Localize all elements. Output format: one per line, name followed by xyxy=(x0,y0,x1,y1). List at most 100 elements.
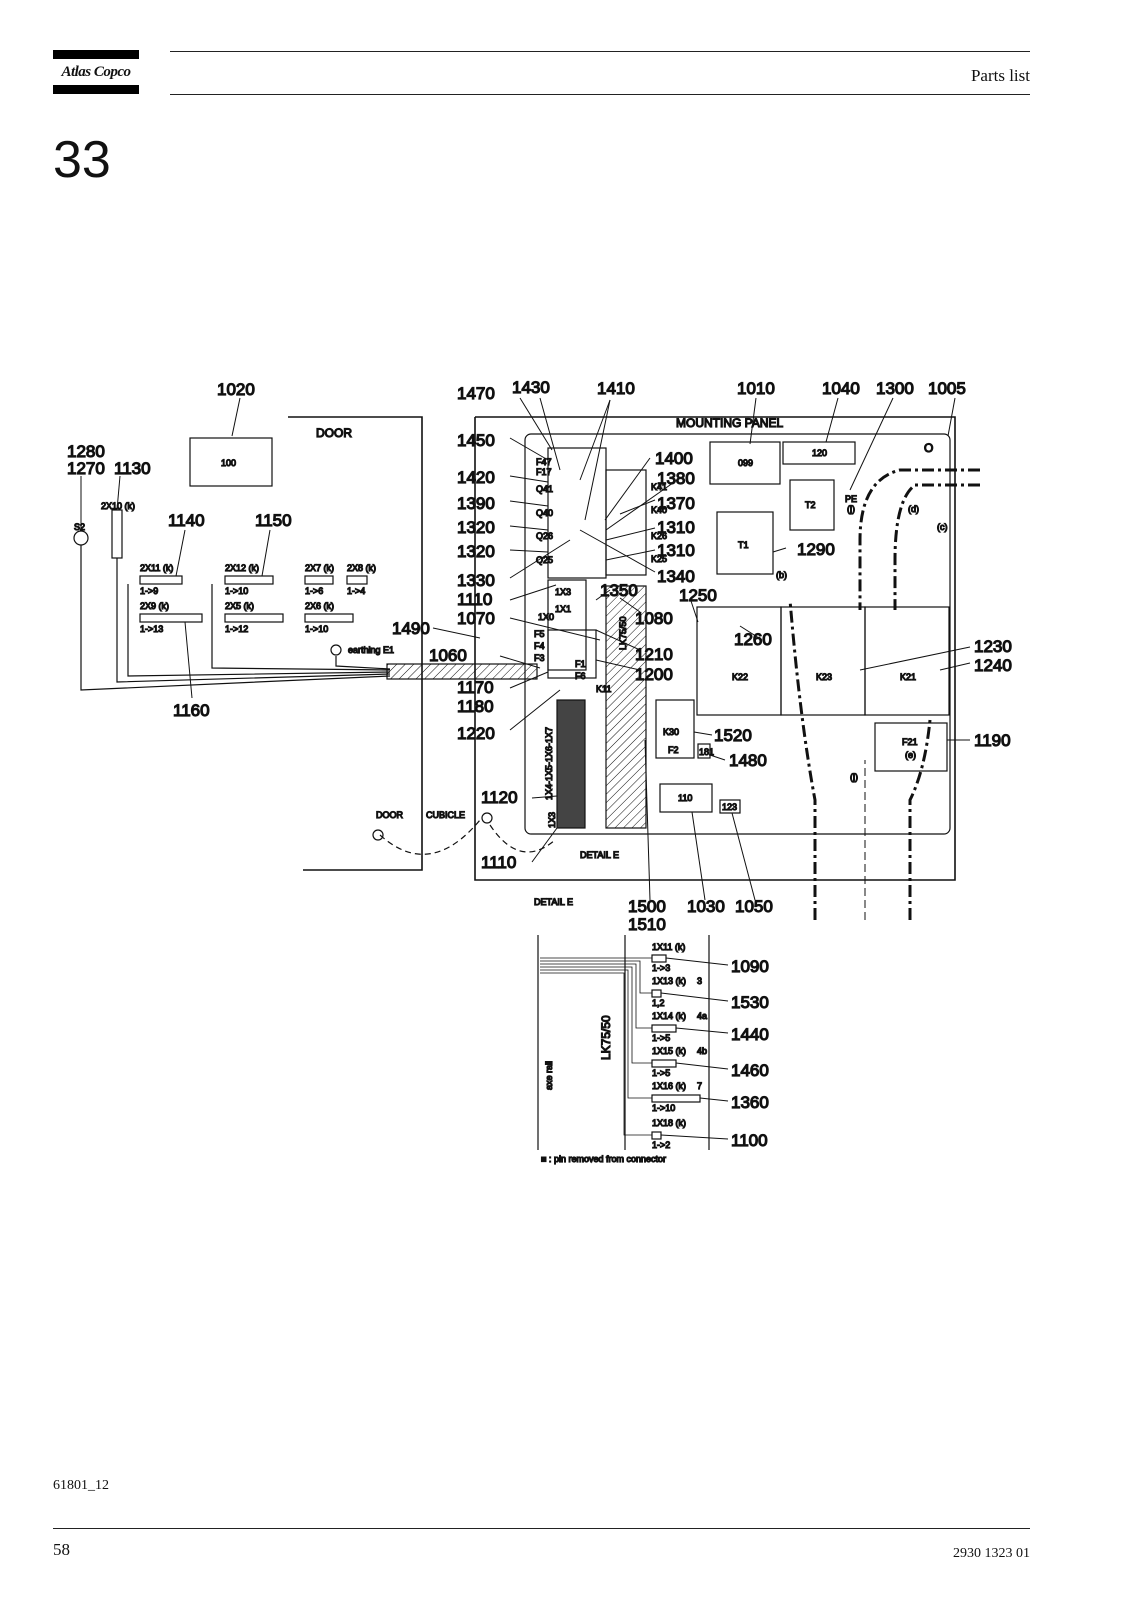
callout-1090: 1090 xyxy=(731,957,769,976)
transformer-t1 xyxy=(716,511,774,575)
f1-label: F1 xyxy=(575,659,586,669)
connector-2x11 xyxy=(139,575,183,585)
q41-label: Q41 xyxy=(536,484,553,494)
cable-duct xyxy=(386,663,538,680)
fuse-f21 xyxy=(874,722,948,772)
cable-bundle-4 xyxy=(211,584,391,671)
connector-2x9 xyxy=(139,613,203,623)
drawing-id: 61801_12 xyxy=(53,1478,109,1493)
transformer-t2 xyxy=(789,479,835,531)
x1-label: 1X1 xyxy=(555,604,571,614)
section-number: 33 xyxy=(53,131,111,189)
atlas-copco-logo: Atlas Copco xyxy=(53,50,139,94)
callout-1150: 1150 xyxy=(255,511,292,530)
callout-1200: 1200 xyxy=(635,665,673,684)
box-099 xyxy=(709,441,781,485)
box-110-label: 110 xyxy=(678,793,692,803)
d1x11-label: 1X11 (k) xyxy=(652,942,685,952)
callout-1500: 1500 xyxy=(628,897,666,916)
power-cable-1 xyxy=(858,468,980,610)
cable-duct-lk75 xyxy=(605,585,647,829)
c-mark: (c) xyxy=(937,522,948,532)
d1x11-sub: 1->3 xyxy=(652,963,670,973)
connector-1x11 xyxy=(651,954,667,963)
d1x16-box: 7 xyxy=(697,1081,702,1091)
t1-label: T1 xyxy=(738,540,749,550)
x7-label: 2X7 (k) xyxy=(305,563,334,573)
din-rail-right xyxy=(605,469,647,576)
d1x13-sub: 1,2 xyxy=(652,998,665,1008)
f2-label: F2 xyxy=(668,745,679,755)
callout-1460: 1460 xyxy=(731,1061,769,1080)
f4-label: F4 xyxy=(534,641,545,651)
callout-1240: 1240 xyxy=(974,656,1012,675)
k30-label: K30 xyxy=(663,727,679,737)
box-110 xyxy=(659,783,713,813)
d1x14-sub: 1->5 xyxy=(652,1033,670,1043)
box-100 xyxy=(189,437,273,487)
callout-1510: 1510 xyxy=(628,915,666,934)
power-cable-2 xyxy=(893,483,980,610)
b-mark: (b) xyxy=(776,570,787,580)
earth-symbol xyxy=(330,644,342,656)
cubicle-earth-symbol xyxy=(481,812,493,824)
d1x13-label: 1X13 (k) xyxy=(652,976,686,986)
box-123-label: 123 xyxy=(722,802,737,812)
callout-1060: 1060 xyxy=(429,646,467,665)
x10-label: 2X10 (k) xyxy=(101,501,135,511)
connector-2x8 xyxy=(346,575,368,585)
callout-1100: 1100 xyxy=(731,1131,768,1150)
d1x15-sub: 1->5 xyxy=(652,1068,670,1078)
header-bottom-rule xyxy=(170,94,1030,95)
door2-label: DOOR xyxy=(376,810,404,820)
k23-label: K23 xyxy=(816,672,832,682)
d1x14-label: 1X14 (k) xyxy=(652,1011,686,1021)
callout-1330: 1330 xyxy=(457,571,495,590)
callout-1310b: 1310 xyxy=(657,541,695,560)
box-120-label: 120 xyxy=(812,448,827,458)
callout-1180: 1180 xyxy=(457,697,494,716)
legend: ■ : pin removed from connector xyxy=(541,1154,666,1164)
x12-sub: 1->10 xyxy=(225,586,248,596)
box-099-label: 099 xyxy=(738,458,753,468)
door-panel: DOOR 100 S2 2X10 (k) 2X11 (k) 1->9 2X12 … xyxy=(73,416,556,871)
callout-1520: 1520 xyxy=(714,726,752,745)
leader-lines xyxy=(80,397,971,1140)
footer-rule xyxy=(53,1528,1030,1529)
callout-1290: 1290 xyxy=(797,540,835,559)
callout-1170: 1170 xyxy=(457,678,494,697)
t2-label: T2 xyxy=(805,500,816,510)
earthing-label: earthing E1 xyxy=(348,645,394,655)
k21-label: K21 xyxy=(900,672,916,682)
callout-1360: 1360 xyxy=(731,1093,769,1112)
door-earth-symbol xyxy=(372,829,384,841)
box-123 xyxy=(719,799,741,814)
callout-1220: 1220 xyxy=(457,724,495,743)
callout-1370: 1370 xyxy=(657,494,695,513)
x9-sub: 1->13 xyxy=(140,624,163,634)
f3-label: F3 xyxy=(534,653,545,663)
x6-sub: 1->10 xyxy=(305,624,328,634)
callout-1280: 1280 xyxy=(67,442,105,461)
k11-label: K11 xyxy=(596,684,611,694)
x5-label: 2X5 (k) xyxy=(225,601,254,611)
callout-1250: 1250 xyxy=(679,586,717,605)
callout-1010: 1010 xyxy=(737,379,775,398)
callout-1400: 1400 xyxy=(655,449,693,468)
callout-1110a: 1110 xyxy=(457,590,492,609)
k41-label: K41 xyxy=(651,482,667,492)
cable-bundle-2 xyxy=(116,558,391,683)
connector-2x7 xyxy=(304,575,334,585)
terminal-strip-1x4-1x7 xyxy=(556,699,586,829)
f21-label: F21 xyxy=(902,737,918,747)
box-181-label: 181 xyxy=(699,747,714,757)
detail-e2-label: DETAIL E xyxy=(534,897,573,907)
s2-symbol xyxy=(73,530,89,546)
callout-1080: 1080 xyxy=(635,609,673,628)
callout-1490: 1490 xyxy=(392,619,430,638)
callout-1230: 1230 xyxy=(974,637,1012,656)
q40-label: Q40 xyxy=(536,508,553,518)
lk-vertical-label: LK75/50 xyxy=(618,616,628,650)
connector-1x16 xyxy=(651,1094,701,1103)
